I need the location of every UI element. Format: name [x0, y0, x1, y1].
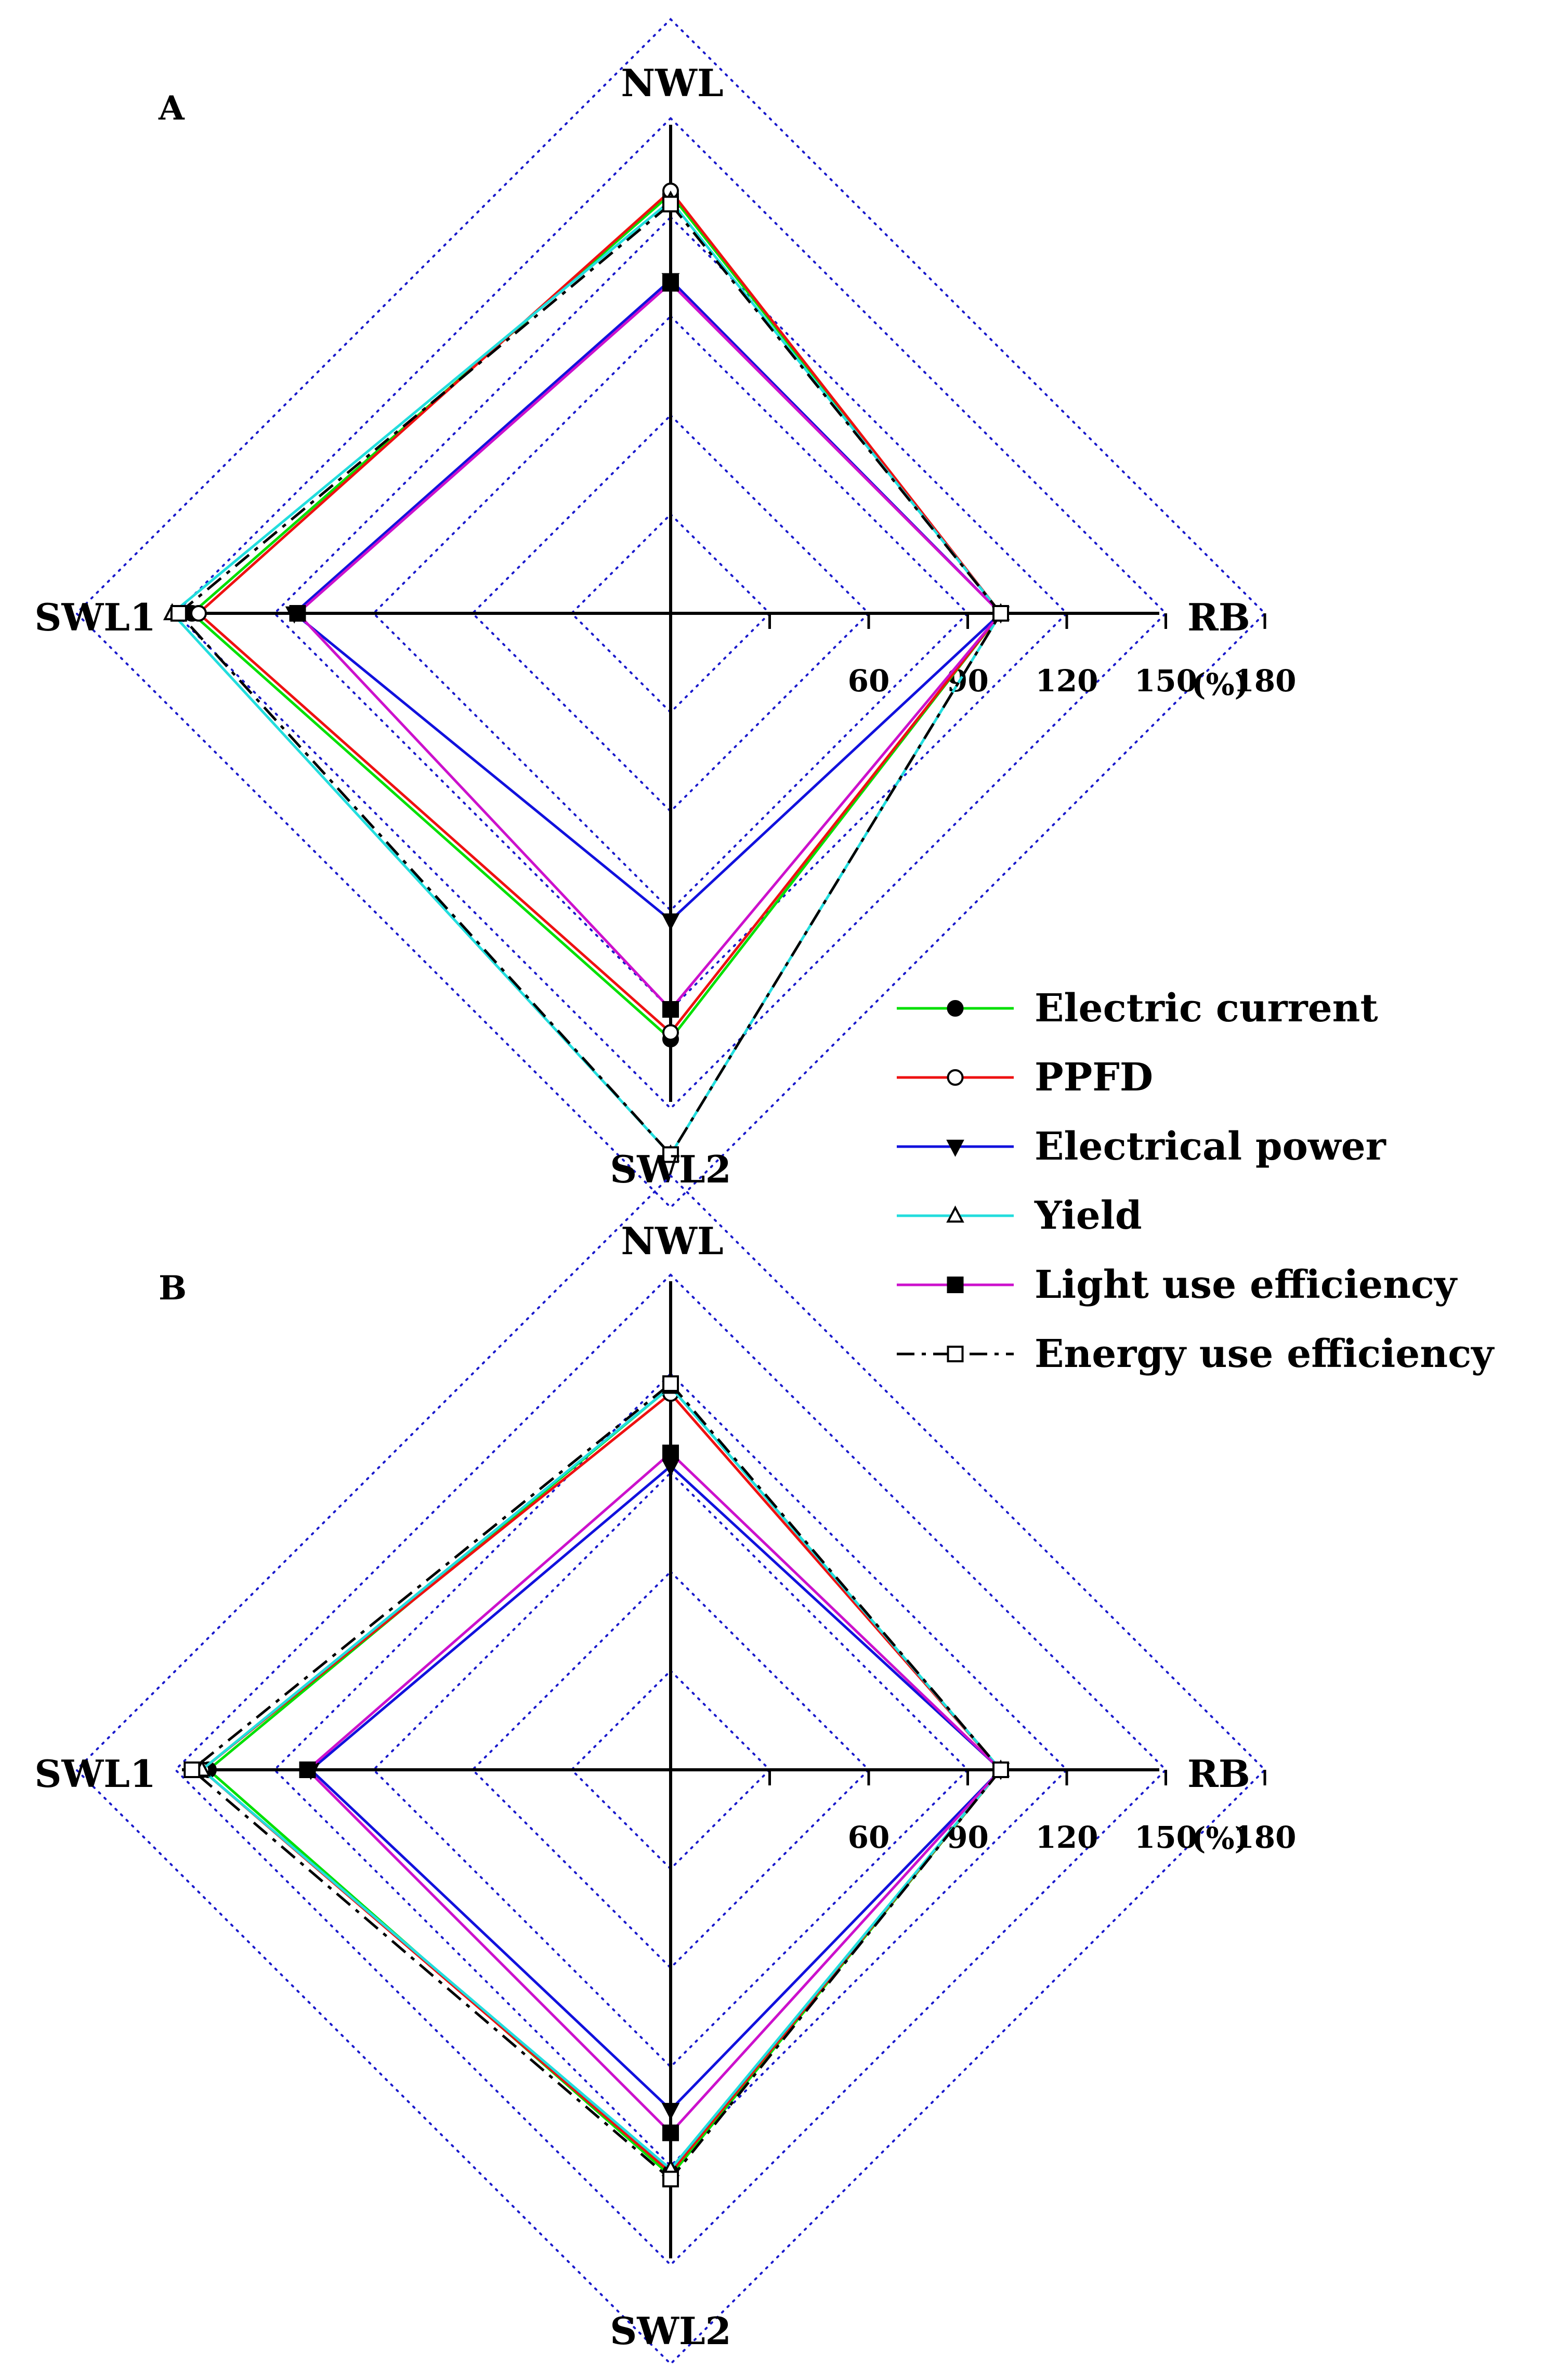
legend-marker [947, 1000, 964, 1017]
series-line-electric-current [190, 192, 1003, 1041]
grid: 60 90 120 150 180 [75, 1174, 1297, 2365]
series-line-yield [200, 1385, 1003, 2171]
series-line-light-use-efficiency [295, 281, 1003, 1011]
legend-label: Light use efficiency [1035, 1263, 1458, 1307]
data-point-light-use-efficiency [662, 275, 679, 292]
legend-marker [946, 1205, 964, 1223]
panel-b: 60 90 120 150 180 B NWL RB SWL2 SWL1 (%) [34, 1174, 1297, 2365]
axis-label-nwl: NWL [621, 1219, 723, 1263]
grid-ring [174, 1273, 1168, 2267]
legend-marker [947, 1069, 964, 1086]
series-line-ppfd [197, 189, 1003, 1035]
data-point-light-use-efficiency [662, 1444, 679, 1462]
legend-item-light-use-efficiency: Light use efficiency [897, 1263, 1458, 1307]
grid-ring [75, 1174, 1266, 2365]
series-line-electrical-power [292, 278, 1003, 922]
data-point-energy-use-efficiency [184, 1761, 201, 1778]
grid-ring [471, 1570, 870, 1969]
axis-unit-label: (%) [1192, 1821, 1249, 1856]
legend-label: Electrical power [1035, 1124, 1386, 1169]
axis-label-rb: RB [1187, 595, 1250, 639]
data-point-electrical-power [661, 913, 680, 931]
axis-label-nwl: NWL [621, 61, 723, 105]
data-point-energy-use-efficiency [170, 605, 187, 622]
data-point-electrical-power [661, 2102, 680, 2120]
legend-label: Electric current [1035, 986, 1378, 1031]
tick-label: 150 [1134, 1820, 1197, 1855]
data-point-light-use-efficiency [299, 1761, 316, 1778]
tick-label: 150 [1134, 663, 1197, 699]
panel-label-a: A [158, 89, 185, 128]
legend-item-electric-current: Electric current [897, 986, 1378, 1031]
legend-marker [946, 1139, 964, 1157]
legend-item-electrical-power: Electrical power [897, 1124, 1386, 1169]
data-point-ppfd [662, 1024, 679, 1041]
data-point-light-use-efficiency [662, 1001, 679, 1018]
data-point-energy-use-efficiency [662, 1375, 679, 1392]
tick-label: 180 [1233, 663, 1296, 699]
data-point-energy-use-efficiency [662, 195, 679, 213]
data-point-ppfd [190, 605, 207, 622]
series-line-light-use-efficiency [305, 1451, 1003, 2135]
legend-item-yield: Yield [897, 1193, 1142, 1238]
axis-label-swl1: SWL1 [34, 595, 156, 639]
axis-label-swl1: SWL1 [34, 1752, 156, 1796]
tick-label: 60 [848, 663, 890, 699]
data-point-energy-use-efficiency [662, 1146, 679, 1163]
legend-label: Energy use efficiency [1035, 1332, 1495, 1376]
panel-label-b: B [159, 1269, 187, 1308]
grid-ring [372, 1471, 970, 2069]
legend-marker [947, 1277, 964, 1293]
data-point-energy-use-efficiency [992, 605, 1009, 622]
grid-ring [273, 1372, 1068, 2167]
axis-unit-label: (%) [1192, 667, 1249, 702]
grid-ring [273, 216, 1068, 1011]
axis-label-rb: RB [1187, 1752, 1250, 1796]
series-line-electric-current [206, 1385, 1003, 2178]
axis-label-swl2: SWL2 [610, 2309, 731, 2353]
grid-ring [471, 414, 870, 813]
data-point-light-use-efficiency [289, 605, 306, 622]
series-line-electrical-power [309, 1464, 1003, 2112]
tick-label: 90 [947, 1820, 989, 1855]
tick-label: 120 [1035, 663, 1098, 699]
legend-label: PPFD [1035, 1055, 1153, 1100]
legend-item-energy-use-efficiency: Energy use efficiency [897, 1332, 1495, 1376]
legend-label: Yield [1034, 1193, 1142, 1238]
tick-label: 60 [848, 1820, 890, 1855]
grid-ring [174, 116, 1168, 1110]
tick-label: 180 [1233, 1820, 1296, 1855]
legend-marker [947, 1346, 964, 1362]
grid-ring [372, 314, 970, 912]
data-point-light-use-efficiency [662, 2124, 679, 2141]
series-group [184, 1375, 1010, 2188]
data-point-energy-use-efficiency [992, 1761, 1009, 1778]
axis-label-swl2: SWL2 [610, 1147, 731, 1191]
tick-label: 120 [1035, 1820, 1098, 1855]
grid-ring [75, 18, 1266, 1209]
legend-item-ppfd: PPFD [897, 1055, 1153, 1100]
series-group [163, 182, 1010, 1163]
data-point-energy-use-efficiency [662, 2171, 679, 2188]
